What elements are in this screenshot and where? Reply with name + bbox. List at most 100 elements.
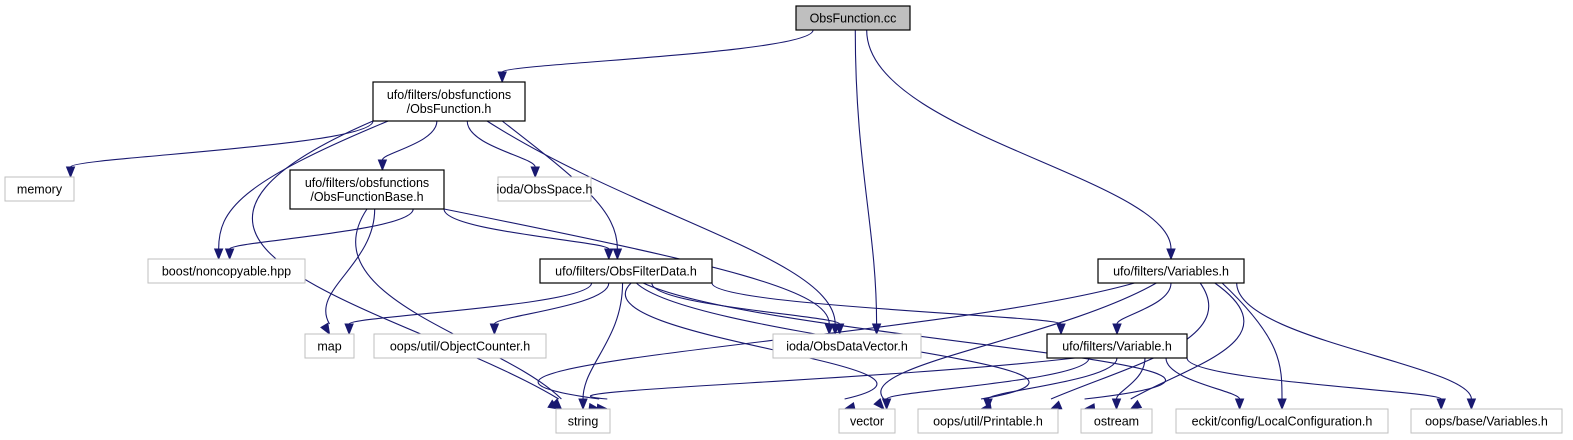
edge-obsfunction-h-to-memory xyxy=(65,120,374,179)
node-label: /ObsFunctionBase.h xyxy=(310,190,423,204)
edge-arrowhead xyxy=(578,398,588,411)
node-box xyxy=(1080,408,1153,434)
node-label: vector xyxy=(850,415,884,429)
edge-obsfilterdata-h-to-objectcounter-h xyxy=(489,282,610,336)
node-box xyxy=(304,333,355,359)
edge-line xyxy=(493,282,610,325)
node-localconfiguration-h: eckit/config/LocalConfiguration.h xyxy=(1175,408,1389,434)
edge-line xyxy=(582,282,624,400)
edge-arrowhead xyxy=(320,322,331,336)
edge-variable-h-to-printable-h xyxy=(983,357,1118,411)
edge-line xyxy=(466,120,536,168)
node-obsdatavector-h: ioda/ObsDataVector.h xyxy=(772,333,922,359)
edge-arrowhead xyxy=(1436,398,1446,411)
edge-line xyxy=(501,29,814,73)
node-memory: memory xyxy=(4,176,75,202)
edge-arrowhead xyxy=(1466,398,1477,411)
node-obsfunctionbase-h[interactable]: ufo/filters/obsfunctions/ObsFunctionBase… xyxy=(289,169,445,210)
edge-line xyxy=(443,208,610,250)
edge-variables-h-to-variable-h xyxy=(1112,282,1172,336)
edge-arrowhead xyxy=(1277,398,1287,411)
node-box xyxy=(838,408,896,434)
node-label: oops/util/ObjectCounter.h xyxy=(390,340,530,354)
edge-obsfunctionbase-h-to-map xyxy=(320,208,376,336)
node-obsfilterdata-h[interactable]: ufo/filters/ObsFilterData.h xyxy=(539,258,713,284)
node-box xyxy=(1046,333,1188,359)
node-ostream: ostream xyxy=(1080,408,1153,434)
node-label: ufo/filters/ObsFilterData.h xyxy=(555,265,697,279)
edge-line xyxy=(537,282,1135,400)
node-variables-h[interactable]: ufo/filters/Variables.h xyxy=(1097,258,1245,284)
edge-obsfunctionbase-h-to-string xyxy=(355,208,563,410)
edge-obsfunction-h-to-obsspace-h xyxy=(466,120,540,179)
edge-line xyxy=(355,208,562,400)
edge-variable-h-to-localconfiguration-h xyxy=(1165,357,1245,411)
edge-arrowhead xyxy=(377,159,388,172)
edge-line xyxy=(624,282,878,400)
edge-variables-h-to-ostream xyxy=(1129,282,1245,410)
edge-obsfunction-cc-to-variables-h xyxy=(866,29,1176,261)
node-box xyxy=(289,169,445,210)
nodes-layer: ObsFunction.cc ufo/filters/obsfunctions/O… xyxy=(4,5,1563,434)
edge-arrowhead xyxy=(224,248,235,261)
edge-line xyxy=(642,282,1166,400)
node-oops-variables-h: oops/base/Variables.h xyxy=(1410,408,1563,434)
node-box xyxy=(772,333,922,359)
node-label: ioda/ObsSpace.h xyxy=(497,183,593,197)
node-obsfunction-h[interactable]: ufo/filters/obsfunctions/ObsFunction.h xyxy=(372,81,526,122)
edge-arrowhead xyxy=(1049,400,1063,410)
edge-line xyxy=(381,120,438,161)
edge-line xyxy=(589,357,1076,400)
edge-line xyxy=(1165,357,1241,400)
edge-variable-h-to-string xyxy=(589,357,1076,413)
edge-line xyxy=(1236,282,1472,400)
edge-line xyxy=(987,357,1118,400)
edge-obsfilterdata-h-to-map xyxy=(344,282,593,336)
edge-line xyxy=(880,282,1157,400)
node-box xyxy=(917,408,1059,434)
edge-arrowhead xyxy=(65,166,76,179)
node-box xyxy=(539,258,713,284)
edge-line xyxy=(218,120,389,250)
node-string: string xyxy=(555,408,611,434)
edge-variables-h-to-vector xyxy=(873,282,1157,411)
node-label: ufo/filters/Variables.h xyxy=(1113,265,1229,279)
node-box xyxy=(1175,408,1389,434)
node-label: memory xyxy=(17,183,63,197)
edge-obsfunction-cc-to-obsfunction-h xyxy=(497,29,814,84)
edges-layer xyxy=(65,29,1477,413)
edge-arrowhead xyxy=(1111,398,1122,411)
edge-variables-h-to-localconfiguration-h xyxy=(1221,282,1287,411)
edge-arrowhead xyxy=(1234,398,1245,411)
node-label: oops/base/Variables.h xyxy=(1425,415,1548,429)
edge-obsfilterdata-h-to-variable-h xyxy=(711,282,1066,336)
edge-line xyxy=(1221,282,1283,400)
node-obsfunction-cc[interactable]: ObsFunction.cc xyxy=(795,5,911,31)
edge-line xyxy=(1130,282,1245,400)
edge-line xyxy=(348,282,593,325)
node-label: ufo/filters/obsfunctions xyxy=(387,88,511,102)
node-label: ufo/filters/obsfunctions xyxy=(305,176,429,190)
edge-line xyxy=(854,29,878,325)
edge-arrowhead xyxy=(983,398,993,411)
edge-line xyxy=(443,208,830,325)
edge-line xyxy=(886,357,1090,400)
edge-obsfilterdata-h-to-string xyxy=(578,282,624,411)
node-label: string xyxy=(568,415,599,429)
node-variable-h[interactable]: ufo/filters/Variable.h xyxy=(1046,333,1188,359)
node-label: /ObsFunction.h xyxy=(407,102,492,116)
edge-line xyxy=(1115,357,1146,400)
edge-line xyxy=(1186,357,1442,400)
edge-arrowhead xyxy=(530,166,540,179)
edge-obsfunction-h-to-noncopyable xyxy=(213,120,389,261)
edge-arrowhead xyxy=(873,397,885,411)
node-label: ostream xyxy=(1094,415,1139,429)
edge-line xyxy=(651,282,841,325)
node-printable-h: oops/util/Printable.h xyxy=(917,408,1059,434)
edge-variables-h-to-oops-variables-h xyxy=(1236,282,1477,411)
node-noncopyable: boost/noncopyable.hpp xyxy=(147,258,306,284)
edge-obsfunction-h-to-obsdatavector-h xyxy=(486,120,840,336)
node-label: boost/noncopyable.hpp xyxy=(162,265,291,279)
node-box xyxy=(497,176,592,202)
